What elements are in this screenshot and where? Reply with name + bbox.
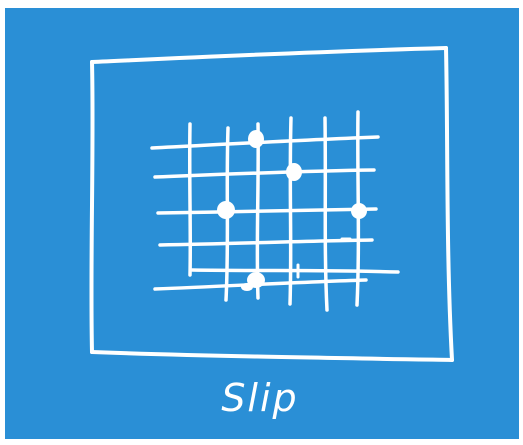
grid-h-line-5: [192, 270, 398, 272]
grid-v-line-5: [325, 118, 327, 310]
dot-4: [351, 203, 367, 219]
grid-v-line-3: [257, 124, 258, 298]
frame-right-edge: [446, 48, 452, 360]
frame-left-edge: [91, 62, 92, 352]
dot-1: [248, 130, 264, 148]
sketch-caption: Slip: [150, 372, 370, 424]
dot-6: [241, 283, 253, 291]
dot-2: [286, 163, 302, 181]
grid-h-line-2: [155, 170, 374, 177]
grid-v-line-4: [290, 118, 291, 304]
grid-h-line-1: [152, 137, 378, 148]
frame-bottom-edge: [92, 352, 452, 360]
outer-frame: [91, 48, 452, 360]
grid-v-line-1: [190, 124, 191, 275]
frame-top-edge: [92, 48, 446, 62]
dot-3: [217, 201, 235, 219]
